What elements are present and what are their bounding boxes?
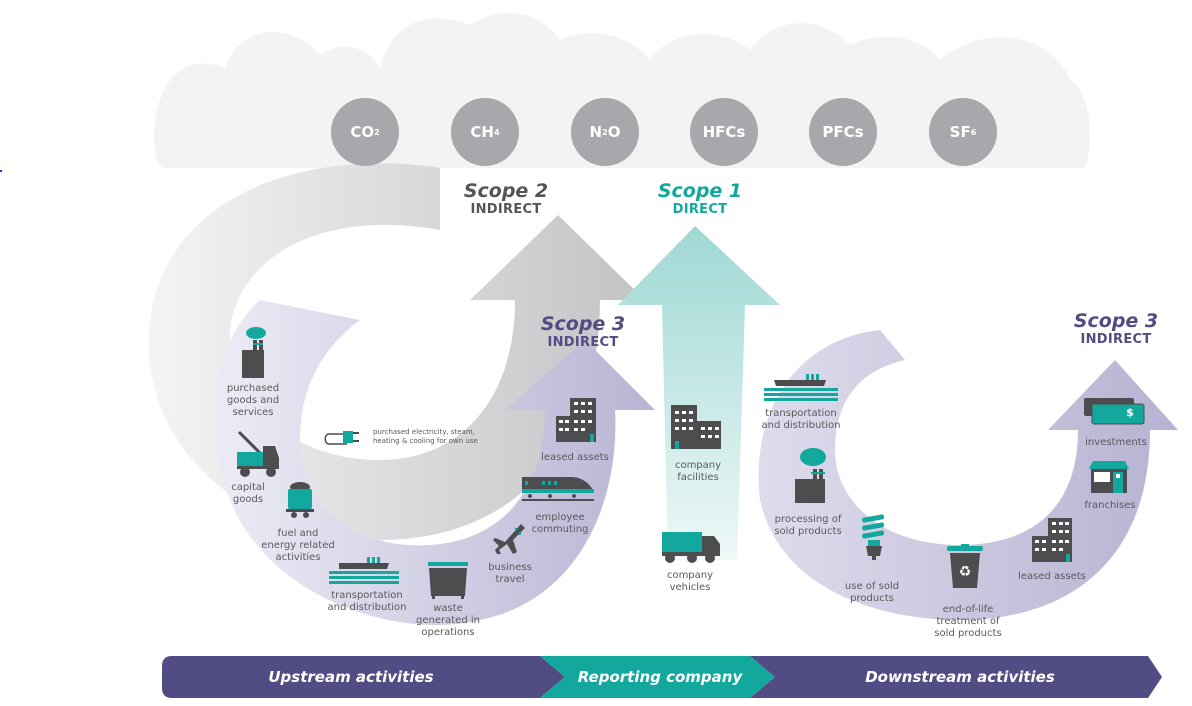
storefront-icon	[1089, 461, 1129, 493]
light-bulb-icon	[862, 514, 885, 560]
money-icon	[1084, 398, 1145, 425]
band-reporting-company: Reporting company	[577, 668, 743, 686]
waste-bin-icon	[428, 562, 468, 599]
scope1-arrow	[618, 226, 780, 560]
band-downstream-activities: Downstream activities	[865, 668, 1055, 686]
plug-icon	[324, 431, 359, 445]
truck-icon	[662, 532, 720, 563]
svg-text:♻: ♻	[959, 564, 972, 580]
gas-pfcs: PFCs	[809, 98, 877, 166]
factory-icon	[242, 327, 266, 378]
ship-icon	[764, 374, 838, 401]
factory-icon	[795, 448, 826, 503]
scope3-upstream-arrow	[214, 300, 656, 625]
band-reporting-shape	[540, 656, 775, 698]
label-investments: investments	[1085, 437, 1147, 448]
label-upstream-leased-assets: leased assets	[541, 452, 609, 463]
coal-cart-icon	[286, 482, 314, 518]
building-icon	[556, 398, 596, 442]
band-upstream-activities: Upstream activities	[268, 668, 434, 686]
scope3-downstream-arrow	[758, 330, 1178, 620]
money-symbol: $	[1126, 406, 1134, 419]
label-franchises: franchises	[1084, 500, 1136, 511]
ship-icon	[329, 557, 399, 584]
label-downstream-leased-assets: leased assets	[1018, 571, 1086, 582]
crane-truck-icon	[237, 430, 279, 477]
gas-hfcs: HFCs	[690, 98, 758, 166]
building-icon	[671, 405, 721, 449]
train-icon	[522, 477, 594, 501]
recycle-bin-icon: ♻	[947, 544, 983, 588]
band-downstream-shape	[750, 656, 1162, 698]
band-upstream-shape	[162, 656, 565, 698]
label-purchased-electricity: purchased electricity, steam,heating & c…	[373, 428, 478, 445]
airplane-icon	[493, 524, 525, 554]
building-icon	[1032, 518, 1072, 562]
stray-dot	[0, 170, 2, 172]
